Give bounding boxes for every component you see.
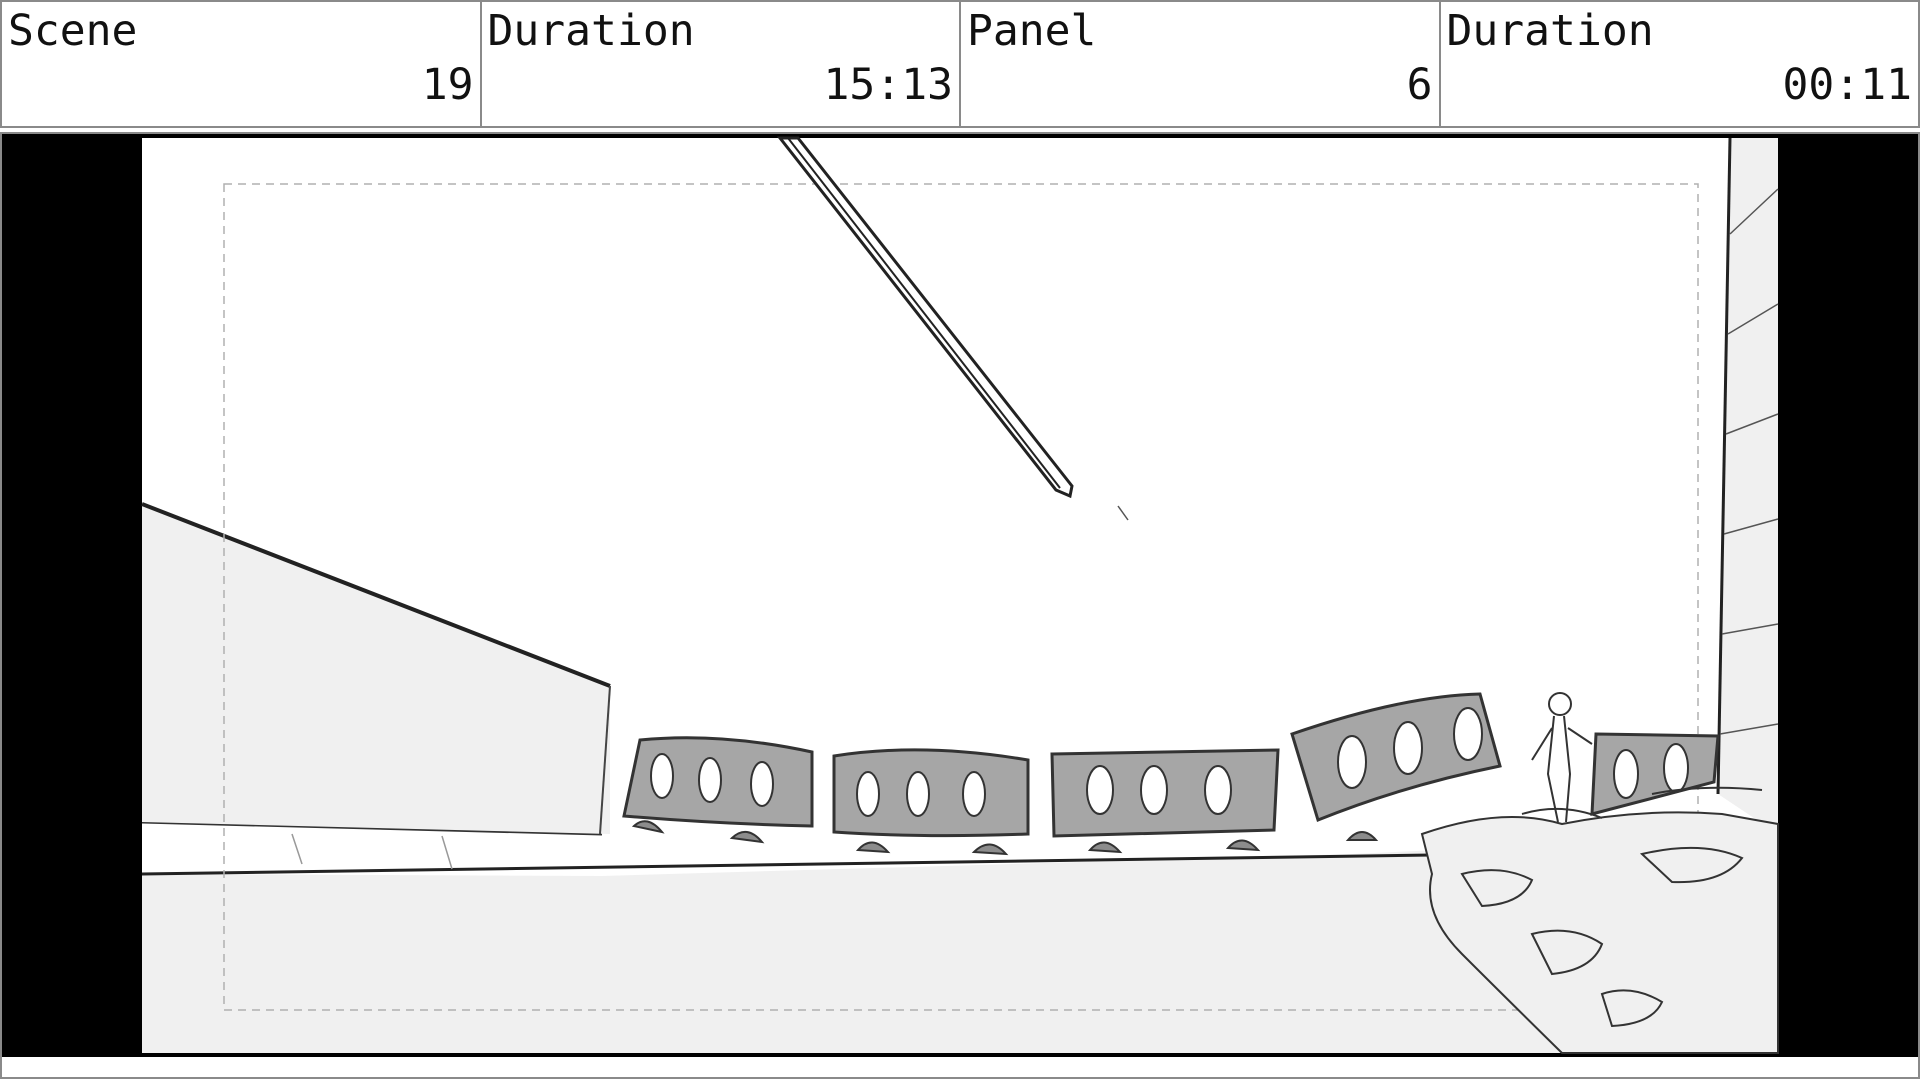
scene-number: 19 <box>421 60 474 110</box>
scene-duration-cell: Duration 15:13 <box>482 2 961 126</box>
scene-duration-value: 15:13 <box>823 60 953 110</box>
scene-label: Scene <box>8 6 138 56</box>
left-building <box>142 504 610 834</box>
storyboard-sketch <box>141 136 1779 1054</box>
train-car-4 <box>1290 692 1502 841</box>
panel-info-bar: Scene 19 Duration 15:13 Panel 6 Duration… <box>0 0 1920 128</box>
scene-cell: Scene 19 <box>2 2 482 126</box>
panel-label: Panel <box>967 6 1097 56</box>
scene-duration-label: Duration <box>487 6 695 56</box>
panel-duration-value: 00:11 <box>1782 60 1912 110</box>
safe-area-guide <box>223 183 1699 1011</box>
train-car-3 <box>1050 748 1280 854</box>
horizon-line <box>141 852 1503 876</box>
panel-duration-label: Duration <box>1446 6 1654 56</box>
train-car-2 <box>832 748 1030 856</box>
panel-cell: Panel 6 <box>961 2 1441 126</box>
falling-spike <box>776 136 1129 521</box>
panel-number: 6 <box>1406 60 1433 110</box>
train-car-1 <box>622 736 814 844</box>
panel-duration-cell: Duration 00:11 <box>1441 2 1919 126</box>
train-car-5 <box>1590 732 1720 816</box>
rubble-debris <box>1420 786 1779 1054</box>
character-figure <box>1531 692 1593 823</box>
storyboard-panel <box>2 134 1918 1057</box>
right-tower <box>1718 138 1778 834</box>
ground-plane <box>142 834 1778 1053</box>
